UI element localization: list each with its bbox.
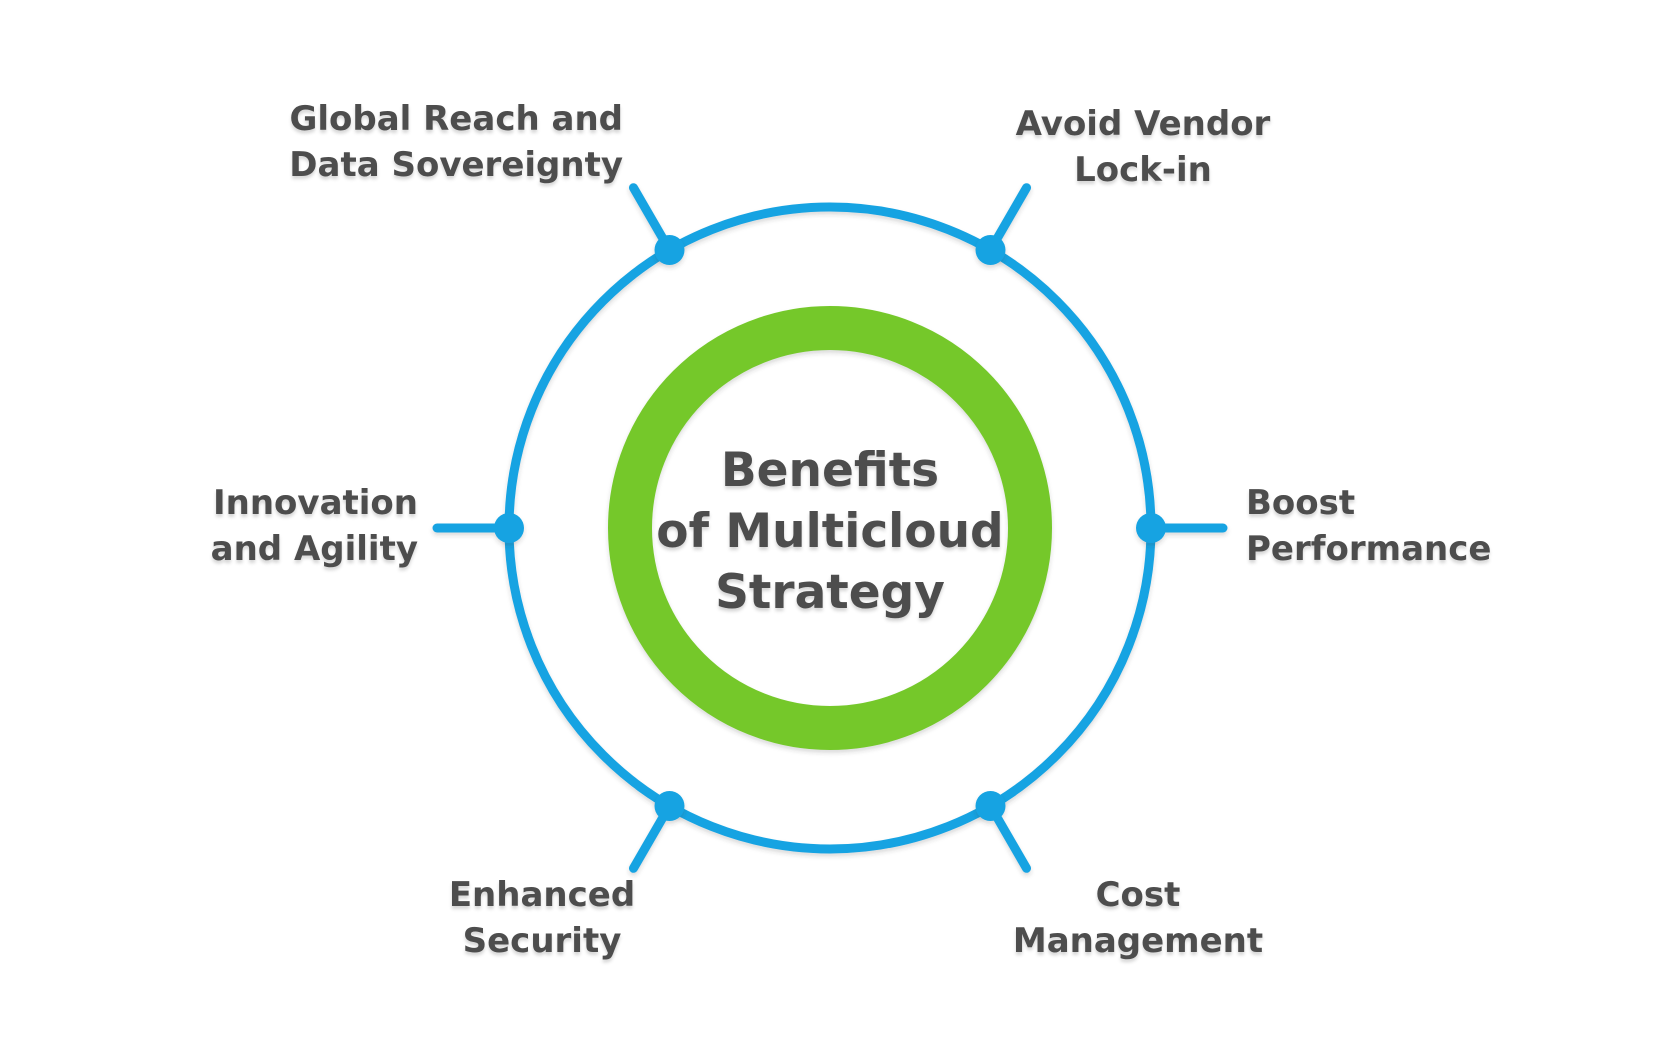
node-label-line: Lock-in [1074, 150, 1212, 190]
node-label-line: Boost [1246, 483, 1356, 523]
node-dot-enhanced-security [654, 791, 685, 821]
node-dot-global-reach-and-data-sovereignty [654, 235, 685, 265]
node-label-line: Avoid Vendor [1015, 104, 1271, 144]
node-label-line: Enhanced [448, 875, 636, 915]
node-label-line: Innovation [213, 483, 418, 523]
center-title-line: Benefits [720, 443, 940, 498]
node-label-line: Cost [1095, 875, 1181, 915]
node-dot-innovation-and-agility [494, 513, 524, 543]
node-label-global-reach-and-data-sovereignty: Global Reach and Data Sovereignty [289, 96, 623, 188]
center-title-line: Strategy [715, 565, 945, 620]
node-label-line: Data Sovereignty [289, 145, 623, 185]
node-label-avoid-vendor-lock-in: Avoid Vendor Lock-in [1016, 101, 1271, 193]
center-title-line: of Multicloud [656, 504, 1004, 559]
node-label-line: Management [1012, 921, 1264, 961]
node-label-enhanced-security: Enhanced Security [449, 872, 635, 964]
center-title: Benefits of Multicloud Strategy [656, 440, 1003, 623]
node-label-line: Security [462, 921, 622, 961]
node-label-line: Performance [1246, 529, 1492, 569]
node-layer [432, 183, 1228, 873]
node-dot-avoid-vendor-lock-in [975, 235, 1006, 265]
node-label-innovation-and-agility: Innovation and Agility [211, 480, 418, 572]
node-label-boost-performance: Boost Performance [1246, 480, 1491, 572]
node-dot-cost-management [975, 791, 1006, 821]
node-label-line: Global Reach and [289, 99, 623, 139]
node-dot-boost-performance [1136, 513, 1166, 543]
node-label-cost-management: Cost Management [1013, 872, 1263, 964]
node-label-line: and Agility [210, 529, 418, 569]
center-ring-green [608, 306, 1052, 750]
